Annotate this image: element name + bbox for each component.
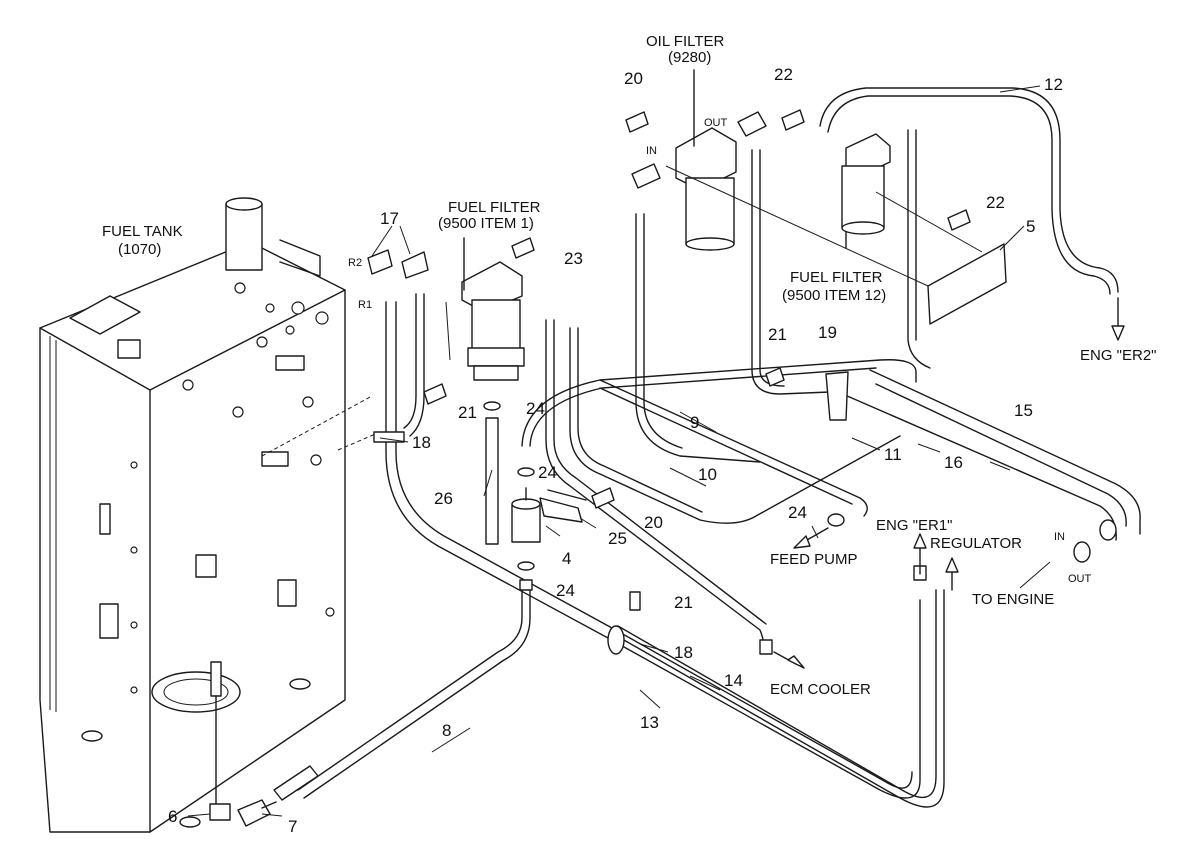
part-4-pump: [511, 487, 587, 543]
label-port-in-oil: IN: [646, 145, 657, 157]
label-fuel-filter-12: FUEL FILTER: [790, 269, 883, 286]
callout-24-b: 24: [538, 463, 557, 482]
callout-11: 11: [884, 445, 902, 464]
callout-18-lower: 18: [674, 643, 693, 662]
callout-21-left: 21: [458, 403, 477, 422]
fuel-tank: [39, 197, 346, 833]
leader-lines: [187, 85, 1051, 817]
mounting-plate-5: [927, 243, 1007, 325]
text-labels: FUEL TANK (1070) FUEL FILTER (9500 ITEM …: [102, 33, 1157, 698]
callout-8: 8: [442, 721, 451, 740]
callout-17: 17: [380, 209, 399, 228]
label-regulator: REGULATOR: [930, 535, 1022, 552]
callout-21-lower: 21: [674, 593, 693, 612]
clamp-18-upper: [373, 431, 405, 443]
callout-22-lower: 22: [986, 193, 1005, 212]
label-port-r1: R1: [358, 299, 372, 311]
callout-16: 16: [944, 453, 963, 472]
callout-13: 13: [640, 713, 659, 732]
label-port-out-engine: OUT: [1068, 573, 1092, 585]
callout-7: 7: [288, 817, 297, 836]
callout-10: 10: [698, 465, 717, 484]
callout-15: 15: [1014, 401, 1033, 420]
callout-24-d: 24: [788, 503, 807, 522]
label-fuel-filter-1: FUEL FILTER: [448, 199, 541, 216]
label-ecm-cooler: ECM COOLER: [770, 681, 871, 698]
label-oil-filter: OIL FILTER: [646, 33, 725, 50]
callout-19: 19: [818, 323, 837, 342]
flow-arrows: [773, 297, 1125, 669]
callout-20-upper: 20: [624, 69, 643, 88]
fitting-6-7: [209, 799, 277, 827]
callout-9: 9: [690, 413, 699, 432]
label-eng-er2: ENG "ER2": [1080, 347, 1157, 364]
callout-20-lower: 20: [644, 513, 663, 532]
callout-25: 25: [608, 529, 627, 548]
label-port-out-oil: OUT: [704, 117, 728, 129]
callout-21-right: 21: [768, 325, 787, 344]
callout-4: 4: [562, 549, 571, 568]
callout-24-a: 24: [526, 399, 545, 418]
part-26: [485, 417, 499, 545]
callout-18-upper: 18: [412, 433, 431, 452]
callout-26: 26: [434, 489, 453, 508]
label-port-in-engine: IN: [1054, 531, 1065, 543]
callout-12: 12: [1044, 75, 1063, 94]
callout-22-upper: 22: [774, 65, 793, 84]
label-feed-pump: FEED PUMP: [770, 551, 858, 568]
fasteners: [367, 109, 1117, 655]
fuel-filter-item-1: [461, 237, 525, 381]
callout-14: 14: [724, 671, 743, 690]
fuel-filter-item-12: [841, 133, 891, 249]
clamp-18-lower: [607, 625, 625, 655]
callout-24-c: 24: [556, 581, 575, 600]
callout-6: 6: [168, 807, 177, 826]
fuel-lines: [273, 87, 1141, 808]
callout-23: 23: [564, 249, 583, 268]
label-port-r2: R2: [348, 257, 362, 269]
label-fuel-filter-1-code: (9500 ITEM 1): [438, 215, 534, 232]
oil-filter: [631, 69, 767, 251]
label-fuel-tank: FUEL TANK: [102, 223, 183, 240]
clamp-19: [825, 371, 849, 421]
label-oil-filter-code: (9280): [668, 49, 711, 66]
label-eng-er1: ENG "ER1": [876, 517, 953, 534]
callout-5: 5: [1026, 217, 1035, 236]
callout-numbers: 4 5 6 7 8 9 10 11 12 13 14 15 16 17 18 1…: [168, 65, 1063, 836]
label-fuel-tank-code: (1070): [118, 241, 161, 258]
label-to-engine: TO ENGINE: [972, 591, 1054, 608]
label-fuel-filter-12-code: (9500 ITEM 12): [782, 287, 886, 304]
